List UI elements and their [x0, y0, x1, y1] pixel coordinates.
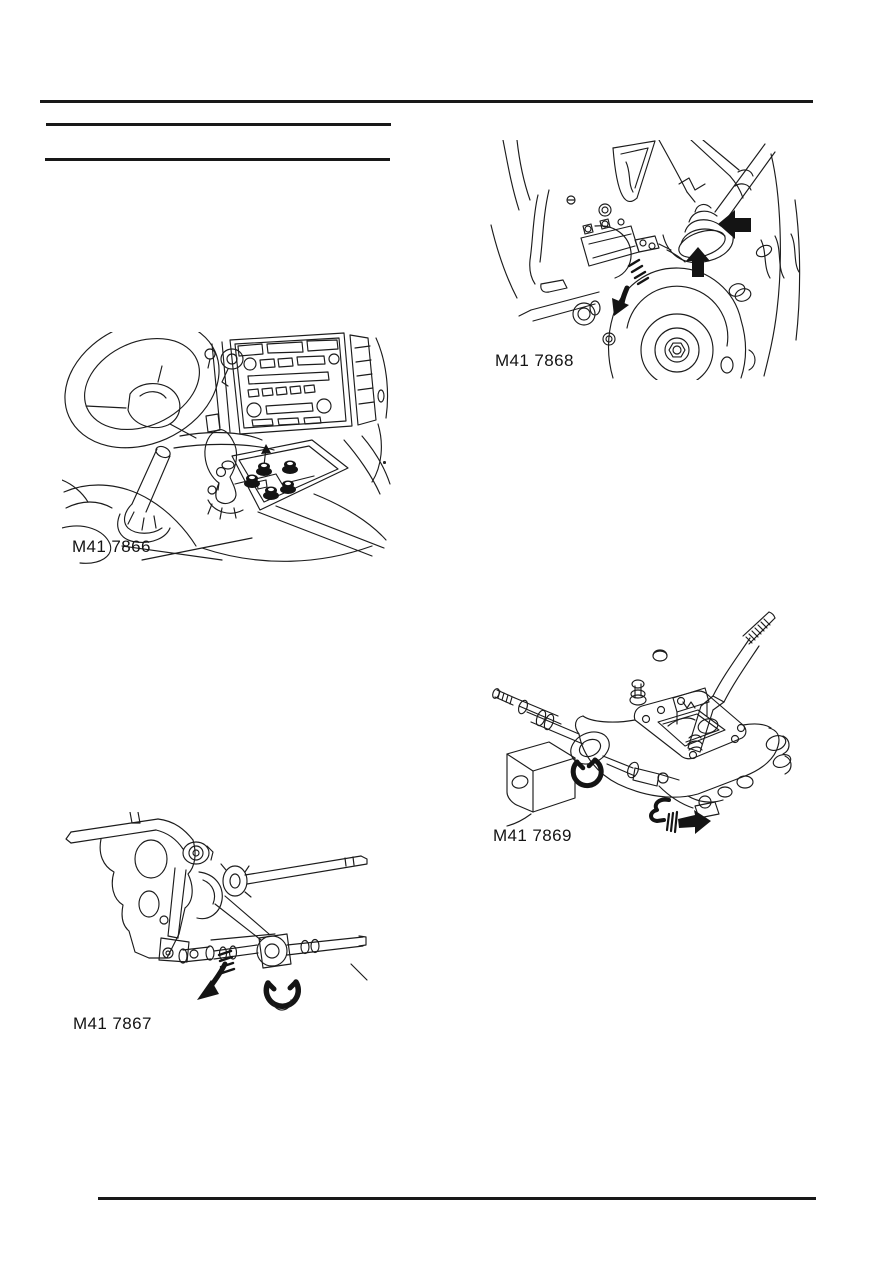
- steering-wheel: [64, 332, 220, 449]
- gear-lever-knob: [204, 428, 244, 520]
- figure-m41-7868: M41 7868: [483, 140, 805, 380]
- figure-caption: M41 7866: [72, 537, 151, 556]
- selector-shaft: [492, 688, 694, 809]
- subsection-title-rule: [45, 158, 390, 161]
- gear-change-housing-illustration: [492, 611, 792, 834]
- clip-and-arrow: [649, 797, 711, 834]
- figure-m41-7866: M41 7866: [62, 332, 392, 568]
- shaft-retaining-clip: [570, 757, 604, 789]
- upper-selector-rod: [244, 855, 368, 885]
- radio-heater-stack: [229, 332, 353, 435]
- figure-m41-7869: M41 7869: [483, 606, 805, 848]
- gear-lever-shaft: [714, 143, 776, 221]
- mounting-bracket: [99, 838, 196, 959]
- handbrake-lever: [117, 445, 171, 543]
- retaining-clip: [263, 979, 301, 1011]
- bold-up-arrow-icon: [686, 247, 710, 277]
- clevis-joint: [178, 945, 215, 964]
- mounting-block: [506, 741, 576, 827]
- figure-caption: M41 7867: [73, 1014, 152, 1033]
- clutch-housing: [589, 267, 756, 380]
- bold-down-left-arrow-icon: [197, 949, 236, 1000]
- figure-caption: M41 7868: [495, 351, 574, 370]
- interior-center-console-illustration: [62, 332, 391, 564]
- bold-right-arrow-icon: [678, 810, 711, 834]
- housing-body: [574, 715, 792, 819]
- clutch-linkage-assembly: [580, 218, 686, 279]
- header-rule: [40, 100, 813, 103]
- gear-linkage-lever-illustration: [65, 812, 368, 1011]
- figure-caption: M41 7869: [493, 826, 572, 845]
- pivot-bolt: [182, 841, 214, 865]
- footer-rule: [98, 1197, 816, 1200]
- bold-left-arrow-icon: [718, 210, 751, 239]
- curved-rotate-arrow-icon: [612, 258, 650, 316]
- lower-selector-rod: [213, 933, 367, 969]
- stray-dot: [383, 461, 386, 464]
- fixing-nuts: [244, 460, 298, 500]
- gear-lever: [687, 611, 776, 753]
- section-title-rule: [46, 123, 391, 126]
- figure-m41-7867: M41 7867: [63, 812, 369, 1034]
- gearbox-lever-boot-illustration: [490, 140, 801, 380]
